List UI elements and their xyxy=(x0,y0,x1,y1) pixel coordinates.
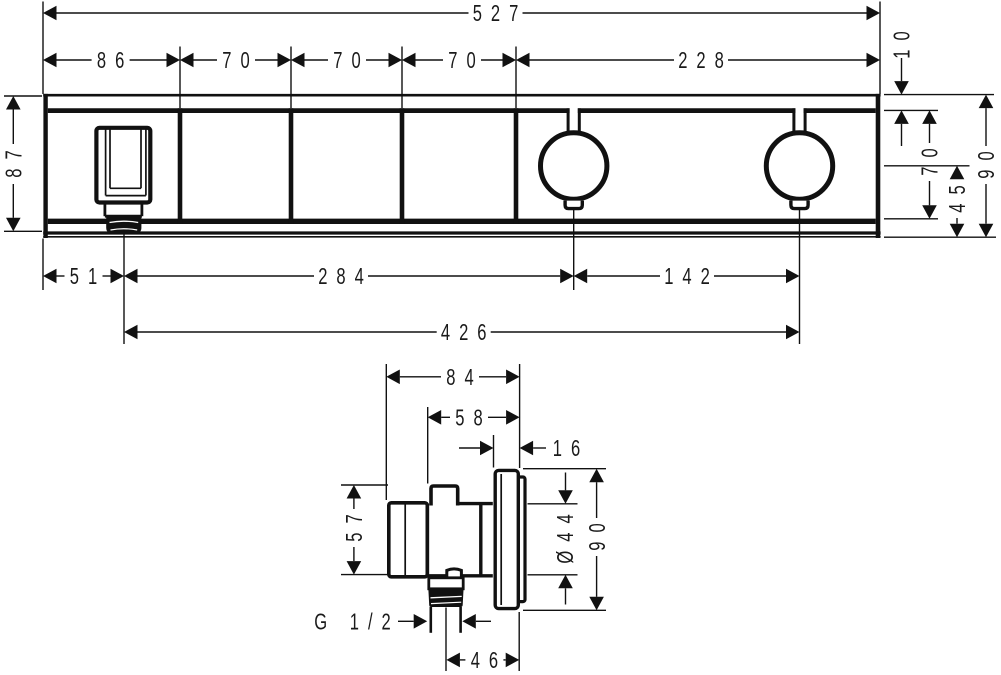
knob-tab xyxy=(789,200,810,211)
dim-142-label: 142 xyxy=(664,265,719,290)
dim-51-arrow-left xyxy=(43,268,57,284)
dim-g12-label: G 1/2 xyxy=(314,610,399,635)
dim-90-front-arrow-bottom xyxy=(978,223,994,238)
dim-seg-228-label: 228 xyxy=(678,49,733,74)
dim-58-label: 58 xyxy=(455,406,491,431)
dim-total-width-arrow-right xyxy=(866,5,880,21)
side-view: 84 58 16 57 Ø44 90 46 G 1/2 xyxy=(314,364,611,674)
dim-87-arrow-bottom xyxy=(6,217,21,232)
dim-10-arrow-top xyxy=(894,81,909,95)
dim-84-arrow-right xyxy=(506,369,520,385)
dim-284-arrow-right xyxy=(560,268,574,284)
knob-stem-gap xyxy=(795,107,804,135)
dim-70-right-arrow-bottom xyxy=(922,205,937,219)
front-dimensions: 527 86 70 70 70 228 51 284 142 426 87 10… xyxy=(2,2,1000,346)
dim-426-arrow-left xyxy=(124,324,138,340)
dim-84-label: 84 xyxy=(446,365,482,390)
knob-stem-gap xyxy=(569,107,578,135)
dim-16-label: 16 xyxy=(553,437,589,462)
holder-outline xyxy=(94,125,153,205)
dim-45-arrow-bottom xyxy=(949,223,965,238)
dim-seg-86-arrow-left xyxy=(43,52,57,68)
dim-10-arrow-bottom xyxy=(894,110,909,124)
wall-plate xyxy=(493,468,521,611)
dim-seg-70c-arrow-right xyxy=(502,52,516,68)
dim-seg-70a-arrow-right xyxy=(277,52,291,68)
dim-44-label: Ø44 xyxy=(553,505,578,563)
dim-44-arrow-top xyxy=(558,490,573,504)
dim-seg-70b-arrow-right xyxy=(388,52,402,68)
dim-46-label: 46 xyxy=(471,649,507,674)
thread-highlight xyxy=(430,601,462,605)
thread-highlight xyxy=(430,595,462,599)
side-body xyxy=(386,468,527,633)
dim-seg-228-arrow-right xyxy=(866,52,880,68)
dim-seg-228-arrow-left xyxy=(516,52,530,68)
dim-70-right-arrow-top xyxy=(922,110,937,124)
dim-51-label: 51 xyxy=(70,265,106,290)
dim-seg-86-arrow-right xyxy=(166,52,180,68)
dim-seg-70c-arrow-left xyxy=(402,52,416,68)
dim-90-side-arrow-top xyxy=(589,468,604,483)
dim-45-arrow-top xyxy=(949,165,965,180)
dim-70-right-label: 70 xyxy=(918,139,943,175)
handle-knob-2 xyxy=(763,107,836,211)
dim-total-width-arrow-left xyxy=(43,5,57,21)
dim-45-label: 45 xyxy=(946,176,971,212)
front-view: 527 86 70 70 70 228 51 284 142 426 87 10… xyxy=(2,1,1000,346)
side-extension-lines xyxy=(341,364,606,671)
port-highlight xyxy=(110,228,138,231)
knob-circle xyxy=(538,130,610,202)
dim-51-arrow-right xyxy=(110,268,124,284)
front-extension-lines xyxy=(4,1,996,344)
dim-16-arrow-left xyxy=(480,440,494,456)
dim-58-arrow-right xyxy=(506,410,520,425)
dim-total-width-label: 527 xyxy=(473,2,528,27)
side-dimensions: 84 58 16 57 Ø44 90 46 G 1/2 xyxy=(314,365,610,673)
dim-142-arrow-right xyxy=(786,268,800,284)
dim-87-label: 87 xyxy=(2,141,27,177)
handle-knob-1 xyxy=(538,107,610,211)
dim-90-side-label: 90 xyxy=(585,514,610,550)
dim-g12-arrow-left xyxy=(413,614,428,629)
port-highlight xyxy=(109,220,139,224)
dim-87-arrow-top xyxy=(6,96,21,110)
dim-57-label: 57 xyxy=(343,505,368,541)
dim-46-arrow-right xyxy=(505,652,520,668)
dim-seg-70a-label: 70 xyxy=(222,49,258,74)
dim-426-label: 426 xyxy=(441,321,496,346)
dim-g12-arrow-right xyxy=(462,614,476,629)
dim-58-arrow-left xyxy=(427,410,442,425)
dim-142-arrow-left xyxy=(573,268,588,284)
dim-284-label: 284 xyxy=(318,265,373,290)
dim-90-side-arrow-bottom xyxy=(589,596,604,611)
dim-284-arrow-left xyxy=(124,268,138,284)
dim-16-arrow-right xyxy=(519,440,534,456)
stop-valve-boss xyxy=(429,484,460,506)
cartridge-block xyxy=(386,500,430,579)
dim-seg-70b-label: 70 xyxy=(333,49,369,74)
handshower-holder xyxy=(94,125,153,234)
dim-57-arrow-top xyxy=(346,485,362,499)
knob-circle xyxy=(763,130,836,202)
dim-seg-70c-label: 70 xyxy=(448,49,484,74)
knob-tab xyxy=(563,200,584,211)
outlet-step xyxy=(427,576,465,591)
dim-46-arrow-left xyxy=(446,652,460,668)
dim-426-arrow-right xyxy=(786,324,800,340)
dim-84-arrow-left xyxy=(386,369,400,385)
port-connector xyxy=(106,215,142,234)
dim-10-label: 10 xyxy=(890,22,915,58)
dim-90-front-arrow-top xyxy=(978,94,994,109)
dim-44-arrow-bottom xyxy=(558,574,573,589)
dim-90-front-label: 90 xyxy=(975,142,1000,178)
dim-seg-70a-arrow-left xyxy=(180,52,194,68)
dim-57-arrow-bottom xyxy=(346,561,362,575)
dim-seg-86-label: 86 xyxy=(97,49,133,74)
dim-seg-70b-arrow-left xyxy=(291,52,305,68)
